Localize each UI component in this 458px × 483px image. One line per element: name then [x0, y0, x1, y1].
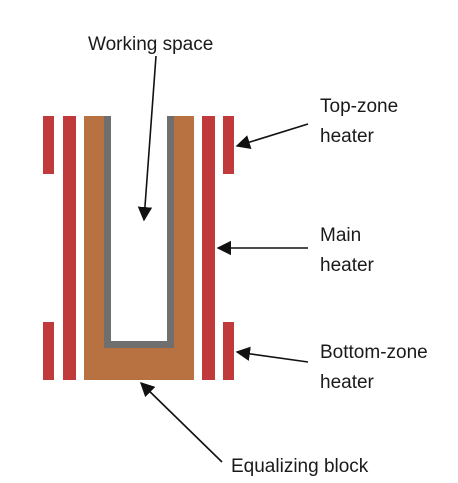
bottom-zone-heater-right [223, 322, 234, 380]
main-heater-label-line2: heater [320, 255, 375, 276]
working-space-cavity [111, 116, 167, 341]
main-heater-right [202, 116, 215, 380]
top-zone-heater-right [223, 116, 234, 174]
main-heater-left [63, 116, 76, 380]
equalizing-block-arrow [139, 381, 223, 463]
top-zone-heater-label: Top-zone [320, 96, 398, 117]
bottom-zone-heater-arrow [235, 346, 309, 363]
bottom-zone-heater-label-line2: heater [320, 372, 375, 393]
working-space-arrow [137, 55, 157, 222]
working-space-label: Working space [88, 34, 213, 55]
top-zone-heater-left [43, 116, 54, 174]
top-zone-heater-arrow [235, 123, 309, 150]
bottom-zone-heater-left [43, 322, 54, 380]
main-heater-label: Main [320, 225, 361, 246]
bottom-zone-heater-label: Bottom-zone [320, 342, 428, 363]
top-zone-heater-label-line2: heater [320, 126, 375, 147]
equalizing-block-label: Equalizing block [231, 456, 369, 477]
